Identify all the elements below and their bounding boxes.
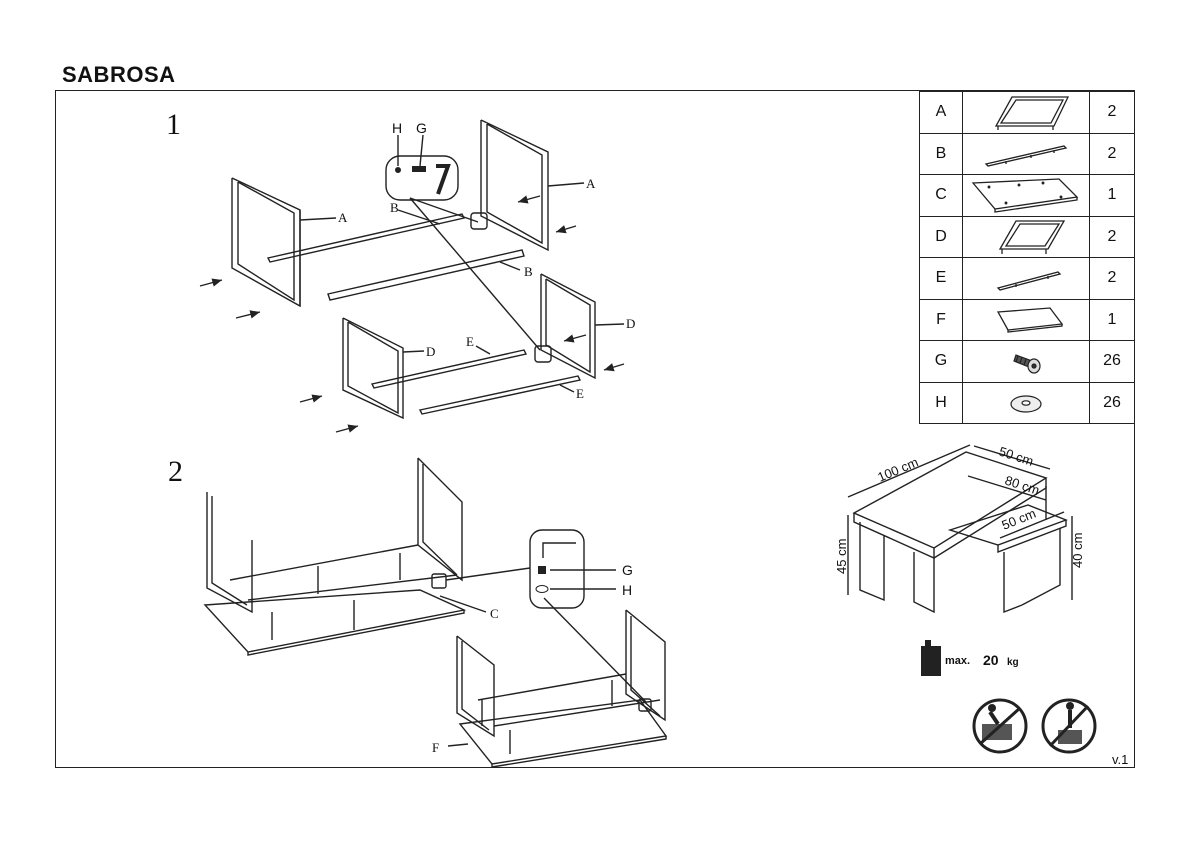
part-row-a: A 2 [919,91,1135,134]
bolt-icon [962,340,1090,383]
part-qty: 1 [1089,174,1135,217]
rect-frame-icon [962,91,1090,134]
part-letter: D [919,215,963,258]
step-number-1: 1 [166,108,181,141]
step-number-2: 2 [168,455,183,488]
part-qty: 1 [1089,298,1135,341]
part-qty: 2 [1089,215,1135,258]
part-letter: F [919,298,963,341]
large-board-icon [962,174,1090,217]
part-row-f: F 1 [919,298,1135,341]
part-row-g: G 26 [919,340,1135,383]
max-load-value: 20 [983,652,999,668]
part-letter: H [919,381,963,424]
part-qty: 2 [1089,257,1135,300]
part-letter: G [919,340,963,383]
part-letter: E [919,257,963,300]
part-row-c: C 1 [919,174,1135,217]
parts-list-table: A 2 B 2 C 1 D [919,91,1135,424]
document-title: SABROSA [62,62,176,87]
small-board-icon [962,298,1090,341]
part-qty: 2 [1089,91,1135,134]
small-frame-icon [962,215,1090,258]
part-qty: 26 [1089,340,1135,383]
max-load-prefix: max. [945,655,971,667]
washer-icon [962,381,1090,424]
part-row-b: B 2 [919,132,1135,175]
long-bar-icon [962,132,1090,175]
part-letter: A [919,91,963,134]
part-row-d: D 2 [919,215,1135,258]
part-qty: 2 [1089,132,1135,175]
part-row-e: E 2 [919,257,1135,300]
max-load-unit: kg [1007,657,1019,668]
version-label: v.1 [1112,752,1129,767]
part-qty: 26 [1089,381,1135,424]
part-letter: B [919,132,963,175]
part-row-h: H 26 [919,381,1135,424]
part-letter: C [919,174,963,217]
short-bar-icon [962,257,1090,300]
